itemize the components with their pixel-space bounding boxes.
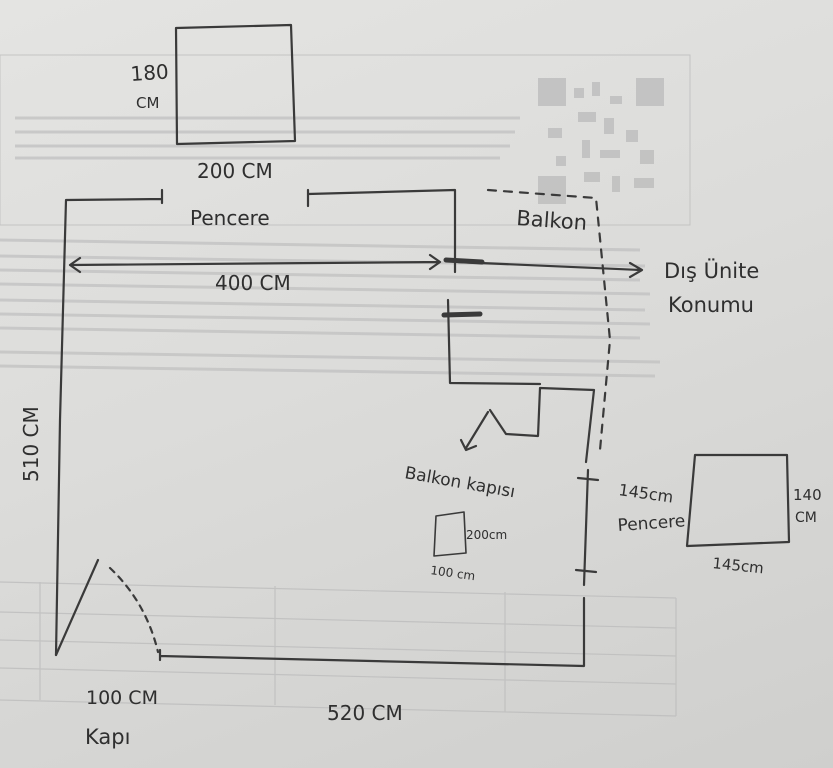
side-window-height-label: 140 <box>793 486 822 504</box>
balcony-door-label: Balkon kapısı <box>403 463 516 502</box>
side-window-size-label: 145cm <box>617 480 674 506</box>
window-mark-1 <box>576 476 600 482</box>
background-print <box>0 54 691 717</box>
top-window-sketch <box>174 23 297 146</box>
window-height-label: 180 <box>130 59 170 86</box>
balcony-label: Balkon <box>516 206 588 235</box>
balcony-door-sketch <box>433 511 467 557</box>
window-name-label: Pencere <box>190 206 270 230</box>
entry-door-leaf <box>54 558 100 657</box>
door-height-label: 200cm <box>466 528 507 542</box>
entry-door-swing <box>108 566 160 654</box>
left-wall <box>54 188 164 657</box>
faded-text-lines <box>0 116 661 378</box>
sketch-labels: 180 CM 200 CM Pencere Balkon Dış Ünite K… <box>19 59 822 749</box>
bottom-wall-label: 520 CM <box>327 701 403 725</box>
right-wall <box>488 386 596 587</box>
bottom-wall <box>158 596 586 668</box>
room-width-arrow <box>68 253 442 274</box>
side-window-height-unit: CM <box>795 510 817 526</box>
entry-door-name-label: Kapı <box>85 725 130 749</box>
qr-code <box>538 78 664 204</box>
wall-mark-1 <box>443 257 485 265</box>
window-mark-2 <box>574 568 598 574</box>
wall-mark-2 <box>441 311 483 318</box>
window-height-unit: CM <box>136 94 159 112</box>
top-wall-right <box>306 188 542 386</box>
pencil-lines <box>54 23 791 668</box>
side-window-name-label: Pencere <box>617 511 686 536</box>
entry-door-width-label: 100 CM <box>86 687 158 709</box>
door-width-label: 100 cm <box>430 563 477 583</box>
room-width-label: 400 CM <box>215 271 291 295</box>
outdoor-unit-label-1: Dış Ünite <box>664 258 759 283</box>
side-window-width-label: 145cm <box>712 554 765 577</box>
faded-table <box>0 581 677 717</box>
outdoor-unit-label-2: Konumu <box>668 293 754 317</box>
room-height-label: 510 CM <box>19 406 43 482</box>
side-window-sketch <box>685 453 791 548</box>
outdoor-unit-arrow <box>456 260 644 279</box>
balcony-door-arrow <box>459 410 490 452</box>
window-width-label: 200 CM <box>197 159 273 183</box>
